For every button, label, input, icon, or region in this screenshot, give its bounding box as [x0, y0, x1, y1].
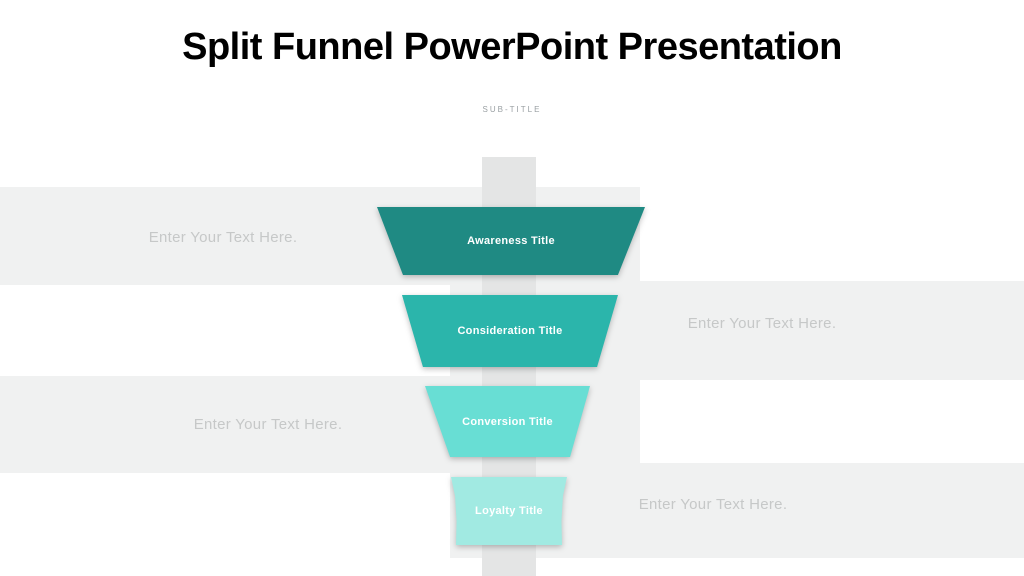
text-placeholder-4: Enter Your Text Here.: [638, 496, 788, 513]
funnel-label-conversion: Conversion Title: [462, 415, 553, 428]
funnel-shape-conversion: Conversion Title: [425, 386, 590, 457]
funnel-level-conversion: Conversion Title: [425, 386, 590, 457]
funnel-label-awareness: Awareness Title: [467, 235, 555, 247]
text-placeholder-3: Enter Your Text Here.: [193, 416, 343, 433]
funnel-shape-awareness: Awareness Title: [377, 207, 645, 275]
slide-title: Split Funnel PowerPoint Presentation: [182, 26, 842, 68]
funnel-shape-loyalty: Loyalty Title: [451, 477, 567, 545]
funnel-shape-consideration: Consideration Title: [402, 295, 618, 367]
slide-subtitle: SUB-TITLE: [482, 105, 542, 114]
funnel-level-awareness: Awareness Title: [377, 207, 645, 275]
funnel-label-consideration: Consideration Title: [457, 325, 563, 337]
funnel-level-consideration: Consideration Title: [402, 295, 618, 367]
funnel-label-loyalty: Loyalty Title: [475, 505, 543, 517]
text-placeholder-2: Enter Your Text Here.: [687, 315, 837, 332]
funnel-level-loyalty: Loyalty Title: [451, 477, 567, 545]
text-placeholder-1: Enter Your Text Here.: [148, 229, 298, 246]
